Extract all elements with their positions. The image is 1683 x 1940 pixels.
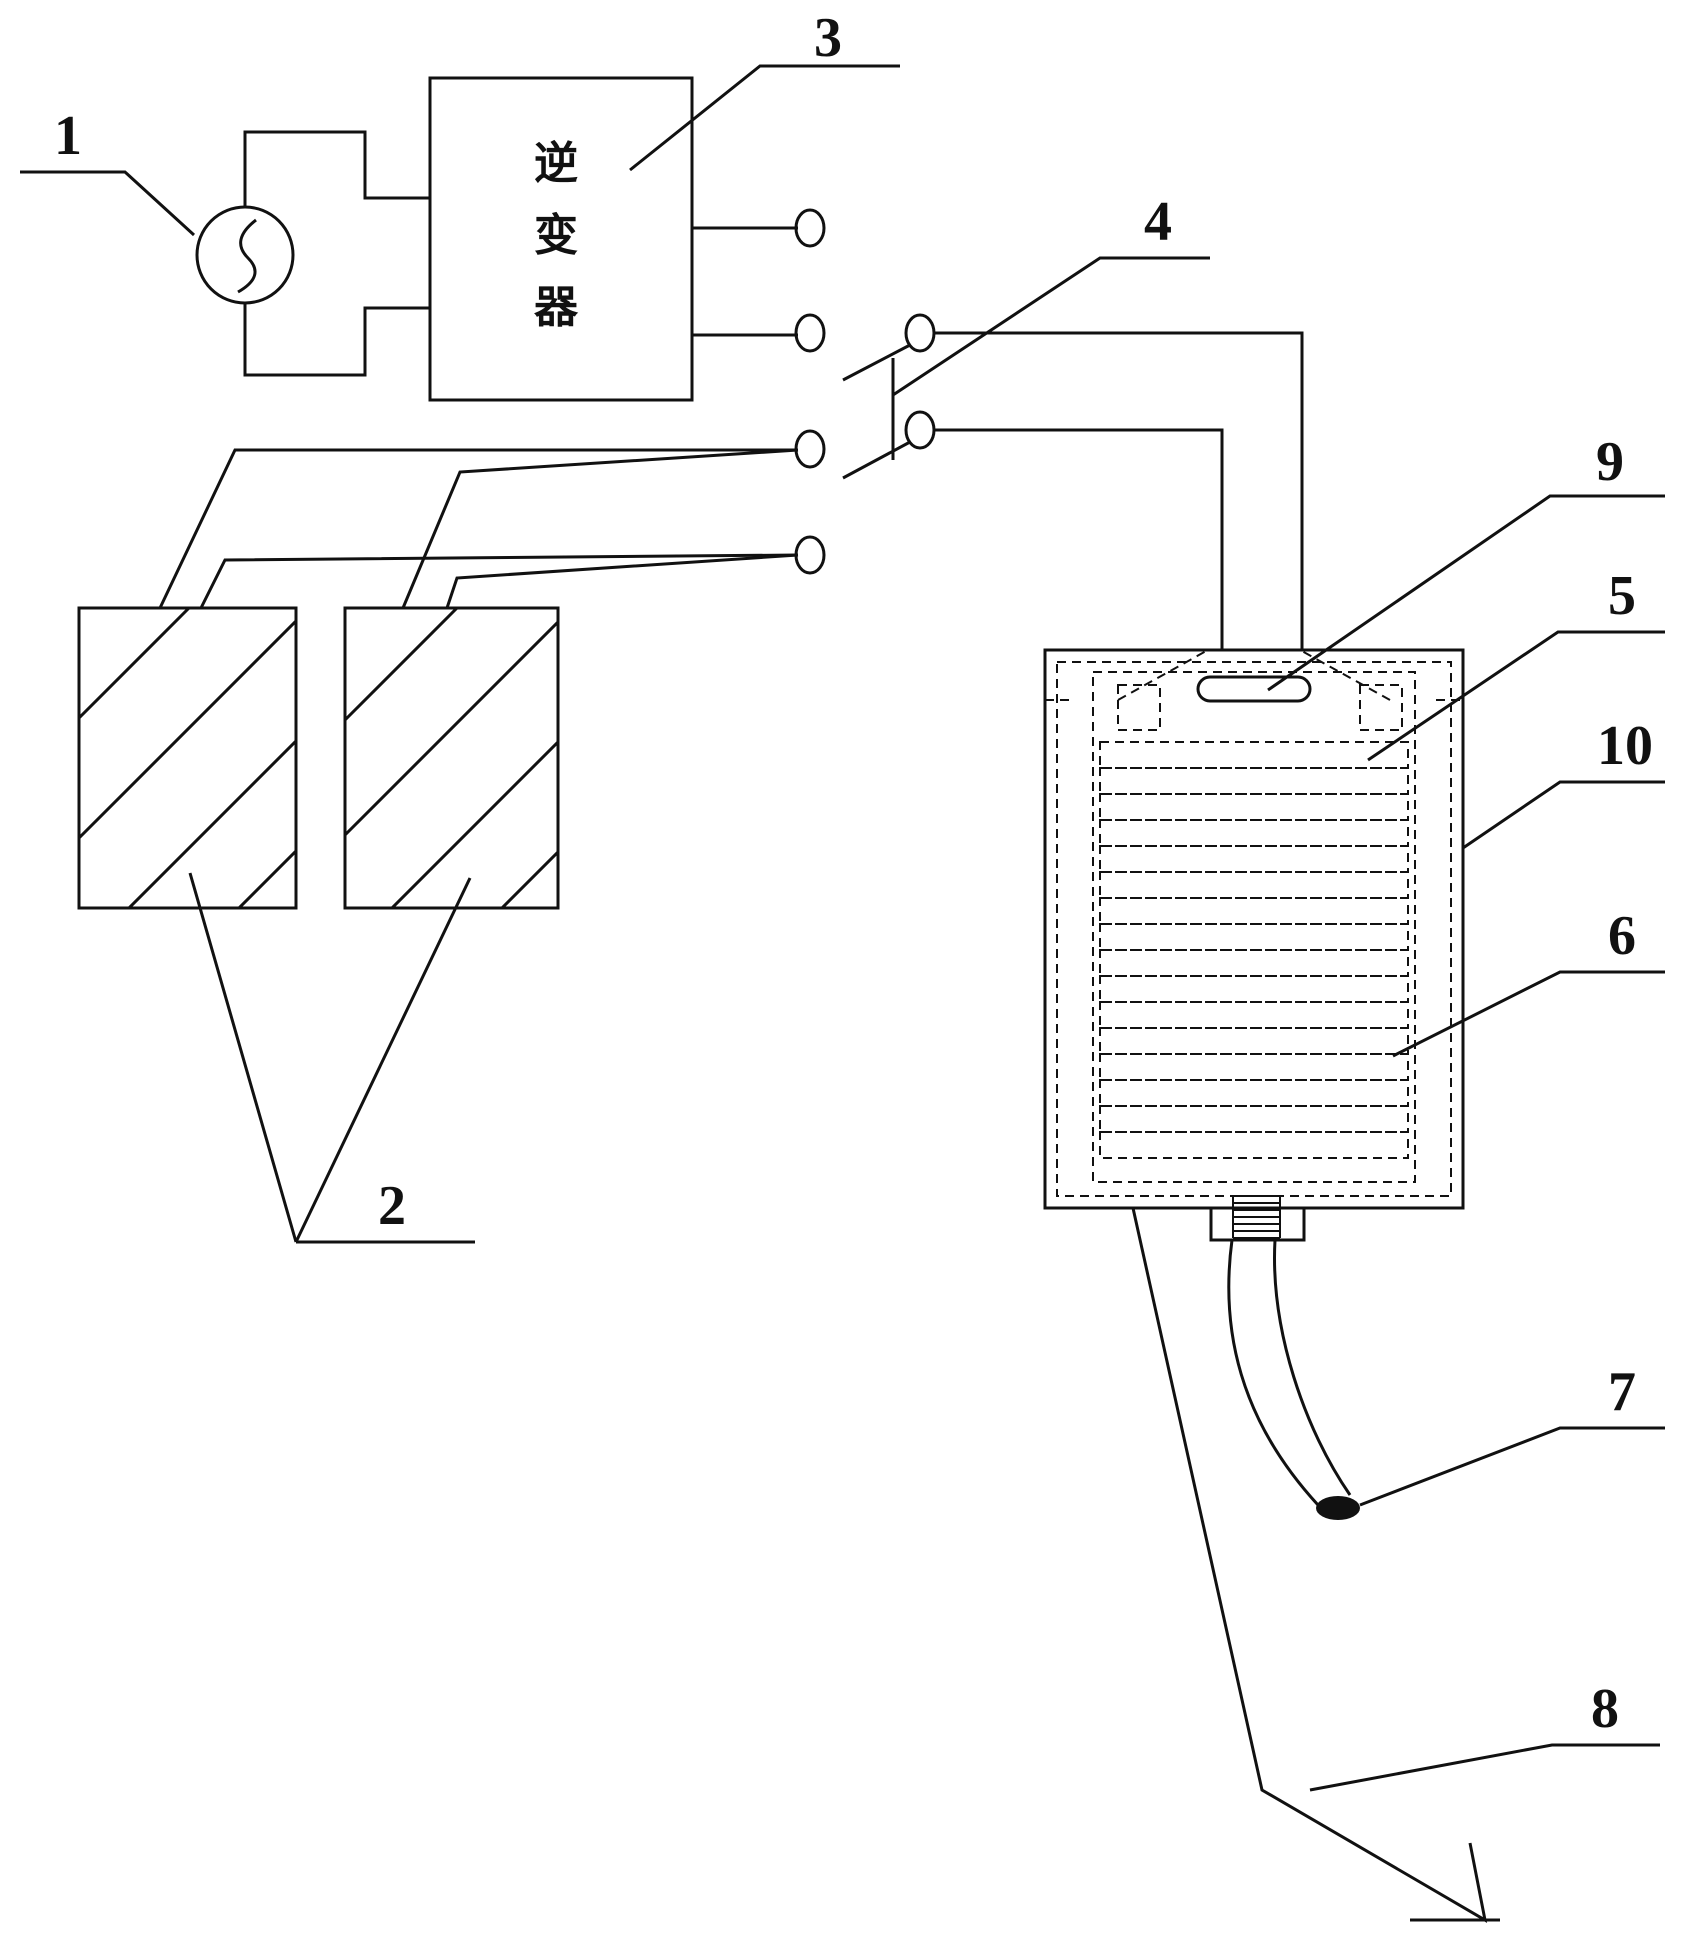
bottom-connector [1209, 1206, 1306, 1242]
inner-shell [1092, 671, 1416, 1183]
terminal-battery-1 [794, 429, 826, 469]
ac-source [195, 130, 430, 377]
label-3: 3 [814, 7, 842, 69]
inverter-char-2: 变 [534, 210, 578, 261]
connector-coil [1232, 1195, 1281, 1239]
switch-terminals-left [794, 208, 826, 575]
number-labels: 1 2 3 4 5 6 7 8 9 10 [54, 7, 1653, 1740]
label-5: 5 [1608, 565, 1636, 627]
label-4: 4 [1144, 191, 1172, 253]
label-2: 2 [378, 1175, 406, 1237]
double-throw-switch [842, 313, 1304, 650]
label-7: 7 [1608, 1361, 1636, 1423]
heating-plates [1099, 741, 1409, 1159]
top-fitting [1196, 675, 1312, 703]
terminal-inverter-1 [794, 208, 826, 248]
outer-shell [1043, 648, 1465, 1210]
inverter-char-1: 逆 [534, 138, 578, 189]
battery-left [77, 448, 799, 910]
label-9: 9 [1596, 431, 1624, 493]
terminal-inverter-2 [794, 313, 826, 353]
label-1: 1 [54, 105, 82, 167]
leader-lines [20, 64, 1665, 1923]
terminal-battery-2 [794, 535, 826, 575]
inverter-char-3: 器 [534, 282, 579, 333]
inverter-box: 逆 变 器 [428, 76, 798, 402]
label-8: 8 [1591, 1678, 1619, 1740]
battery-right [343, 448, 799, 910]
heater-device [1043, 648, 1465, 1520]
hose [1227, 1239, 1360, 1520]
label-6: 6 [1608, 905, 1636, 967]
label-10: 10 [1597, 715, 1653, 777]
hose-nozzle [1316, 1496, 1360, 1520]
